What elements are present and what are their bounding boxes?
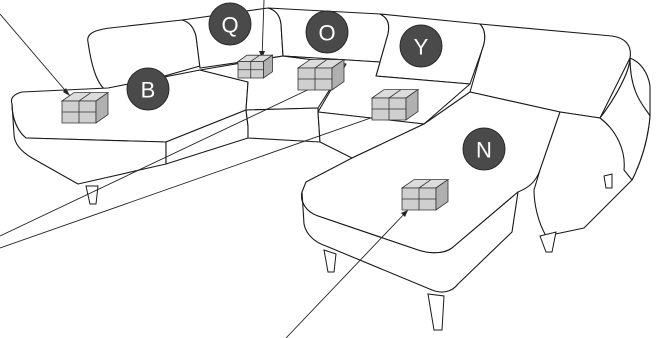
callout-n-label: N bbox=[476, 138, 492, 163]
callout-q-circle bbox=[208, 2, 252, 46]
part-box bbox=[370, 88, 420, 121]
pointer-line bbox=[285, 209, 409, 338]
arrowhead bbox=[63, 88, 70, 96]
arrowhead bbox=[401, 210, 408, 217]
leg-5 bbox=[603, 173, 613, 189]
callout-q-label: Q bbox=[221, 13, 238, 38]
callout-y-label: Y bbox=[414, 35, 429, 60]
middle-seat-front bbox=[245, 107, 321, 143]
callout-b: B bbox=[126, 67, 170, 111]
part-box-line bbox=[250, 54, 260, 62]
part-box bbox=[296, 58, 346, 91]
part-box-line bbox=[78, 92, 92, 102]
leg-1 bbox=[85, 185, 99, 205]
callout-o-circle bbox=[305, 10, 349, 54]
callout-b-circle bbox=[126, 67, 170, 111]
pointer-line bbox=[0, 113, 383, 249]
part-box-side bbox=[405, 88, 419, 121]
callout-n-circle bbox=[462, 127, 506, 171]
part-box-side bbox=[95, 91, 109, 124]
corner-sofa bbox=[10, 7, 651, 331]
callout-n: N bbox=[462, 127, 506, 171]
pointer-line bbox=[261, 0, 265, 59]
part-box-line bbox=[388, 89, 402, 99]
pointer-line bbox=[0, 13, 71, 97]
pointer-line bbox=[0, 83, 321, 237]
part-box-line bbox=[418, 179, 432, 189]
pointer-lines bbox=[0, 0, 409, 338]
part-box bbox=[236, 54, 274, 79]
callout-b-label: B bbox=[141, 78, 156, 103]
callout-o: O bbox=[305, 10, 349, 54]
part-box bbox=[60, 91, 110, 124]
arrowhead bbox=[259, 51, 265, 58]
chaise-front bbox=[301, 191, 519, 293]
callout-o-label: O bbox=[318, 21, 335, 46]
callout-y-circle bbox=[399, 24, 443, 68]
leg-4 bbox=[539, 231, 557, 253]
left-seat-front bbox=[11, 103, 167, 185]
callout-y: Y bbox=[399, 24, 443, 68]
part-box-side bbox=[331, 58, 345, 91]
part-box-side bbox=[263, 54, 273, 79]
part-boxes bbox=[60, 54, 450, 211]
right-arm-side bbox=[599, 57, 651, 181]
leg-3 bbox=[427, 293, 445, 331]
callout-q: Q bbox=[208, 2, 252, 46]
leg-2 bbox=[323, 249, 337, 273]
part-box-side bbox=[435, 178, 449, 211]
part-box bbox=[400, 178, 450, 211]
part-box-line bbox=[314, 59, 328, 69]
